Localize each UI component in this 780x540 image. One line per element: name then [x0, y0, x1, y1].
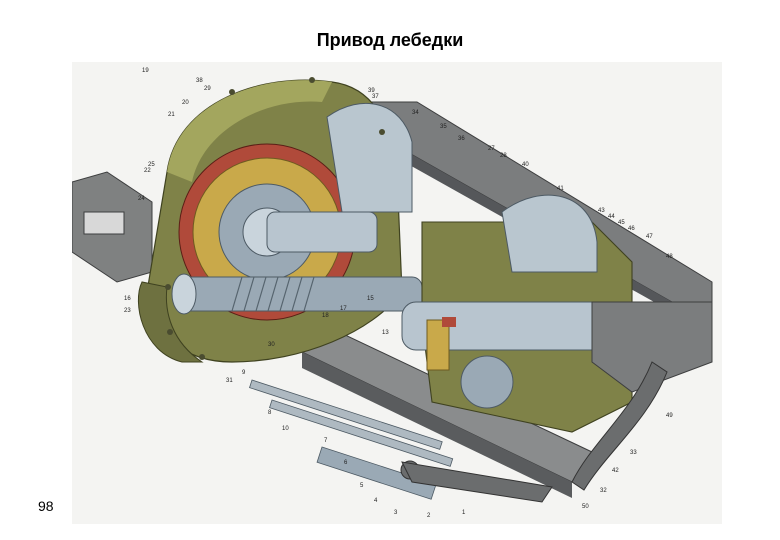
clutch-ring [426, 319, 450, 371]
frame-end-right [591, 301, 713, 393]
callout-label: 28 [500, 153, 507, 159]
callout-label: 9 [242, 370, 246, 376]
callout-label: 21 [168, 112, 175, 118]
bottom-arm-left [401, 461, 553, 503]
callout-label: 40 [522, 162, 529, 168]
clutch-disc [460, 355, 514, 409]
slide-title: Привод лебедки [316, 30, 464, 50]
page-number: 98 [38, 498, 54, 514]
callout-label: 49 [666, 413, 673, 419]
worm-shaft-end [171, 273, 197, 315]
frame-rail-front-face [302, 352, 572, 498]
control-rod-1 [249, 379, 443, 450]
callout-label: 20 [182, 100, 189, 106]
callout-label: 31 [226, 378, 233, 384]
callout-label: 25 [148, 162, 155, 168]
callout-label: 50 [582, 504, 589, 510]
control-rod-2 [269, 399, 454, 467]
callout-label: 7 [324, 438, 328, 444]
callout-labels: 1 2 3 4 5 6 7 8 9 10 13 15 16 17 18 19 2… [124, 68, 673, 519]
callout-label: 18 [322, 313, 329, 319]
output-shaft [266, 211, 378, 253]
callout-label: 32 [600, 488, 607, 494]
callout-label: 36 [458, 136, 465, 142]
callout-label: 1 [462, 510, 466, 516]
callout-label: 15 [367, 296, 374, 302]
clutch-red-insert [442, 317, 456, 327]
callout-label: 5 [360, 483, 364, 489]
callout-label: 10 [282, 426, 289, 432]
housing-bolts [165, 77, 385, 360]
callout-label: 13 [382, 330, 389, 336]
callout-label: 44 [608, 214, 615, 220]
callout-label: 37 [372, 94, 379, 100]
callout-label: 16 [124, 296, 131, 302]
callout-label: 35 [440, 124, 447, 130]
callout-label: 24 [138, 196, 145, 202]
winch-drive-illustration: 1 2 3 4 5 6 7 8 9 10 13 15 16 17 18 19 2… [72, 62, 722, 524]
callout-label: 4 [374, 498, 378, 504]
callout-label: 29 [204, 86, 211, 92]
callout-label: 43 [598, 208, 605, 214]
callout-label: 39 [368, 88, 375, 94]
control-rod-3 [316, 446, 437, 500]
bottom-arm-right [571, 361, 668, 491]
callout-label: 19 [142, 68, 149, 74]
callout-label: 8 [268, 410, 272, 416]
callout-label: 33 [630, 450, 637, 456]
left-bracket-slot [83, 211, 125, 235]
callout-label: 23 [124, 308, 131, 314]
gear-housing-shadow [167, 80, 332, 182]
callout-label: 27 [488, 146, 495, 152]
housing-flange-left [137, 281, 204, 363]
callout-label: 47 [646, 234, 653, 240]
cutaway-drawing: 1 2 3 4 5 6 7 8 9 10 13 15 16 17 18 19 2… [72, 68, 713, 519]
worm-threads [231, 276, 315, 312]
callout-label: 30 [268, 342, 275, 348]
callout-label: 41 [557, 186, 564, 192]
callout-label: 48 [666, 254, 673, 260]
callout-label: 34 [412, 110, 419, 116]
callout-label: 38 [196, 78, 203, 84]
worm-shaft [181, 276, 423, 312]
brake-drum-shell [326, 102, 413, 213]
right-shell [501, 194, 598, 273]
callout-label: 42 [612, 468, 619, 474]
callout-label: 6 [344, 460, 348, 466]
callout-label: 45 [618, 220, 625, 226]
callout-label: 22 [144, 168, 151, 174]
callout-label: 17 [340, 306, 347, 312]
callout-label: 3 [394, 510, 398, 516]
callout-label: 46 [628, 226, 635, 232]
callout-label: 2 [427, 513, 431, 519]
